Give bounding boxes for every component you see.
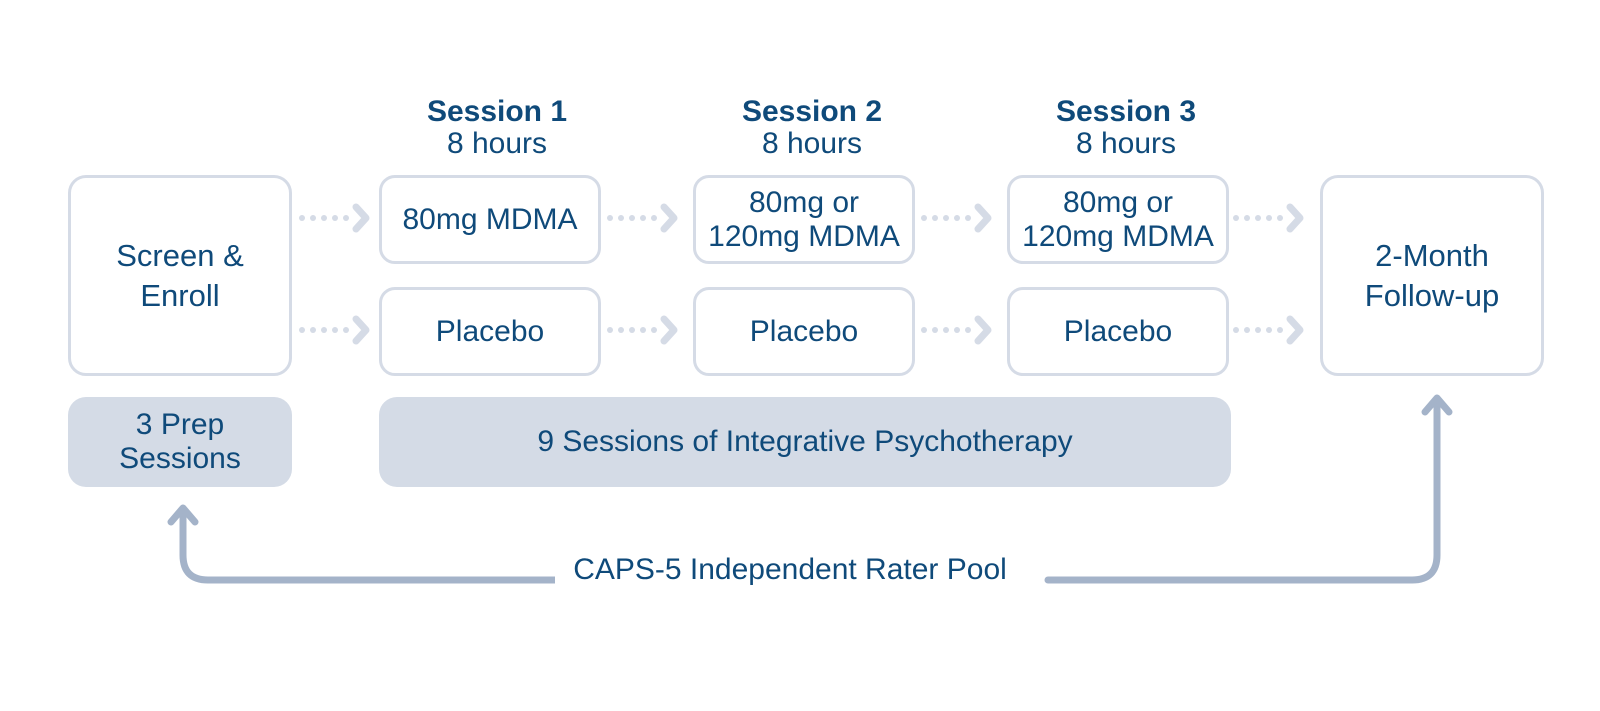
session-1-mdma-box: 80mg MDMA [379, 175, 601, 264]
session-2-header: Session 2 8 hours [702, 96, 922, 160]
prep-sessions-band: 3 Prep Sessions [68, 397, 292, 487]
session-3-mdma-box: 80mg or 120mg MDMA [1007, 175, 1229, 264]
rater-pool-line-right [1044, 396, 1441, 584]
session-duration: 8 hours [761, 127, 863, 160]
session-title: Session 1 [426, 95, 568, 128]
session-1-placebo-box: Placebo [379, 287, 601, 376]
screen-enroll-box: Screen & Enroll [68, 175, 292, 376]
session-2-placebo-box: Placebo [693, 287, 915, 376]
dotted-arrow [1233, 319, 1300, 341]
dotted-arrow [607, 319, 674, 341]
session-1-header: Session 1 8 hours [387, 96, 607, 160]
psychotherapy-band: 9 Sessions of Integrative Psychotherapy [379, 397, 1231, 487]
session-duration: 8 hours [446, 127, 548, 160]
session-title: Session 2 [741, 95, 883, 128]
session-title: Session 3 [1055, 95, 1197, 128]
rater-pool-line-left [179, 506, 562, 584]
session-3-placebo-box: Placebo [1007, 287, 1229, 376]
dotted-arrow [1233, 207, 1300, 229]
followup-box: 2-Month Follow-up [1320, 175, 1544, 376]
prep-up-arrow-icon [167, 504, 199, 526]
dotted-arrow [299, 207, 366, 229]
followup-up-arrow-icon [1421, 394, 1453, 416]
dotted-arrow [299, 319, 366, 341]
session-2-mdma-box: 80mg or 120mg MDMA [693, 175, 915, 264]
dotted-arrow [921, 319, 988, 341]
session-duration: 8 hours [1075, 127, 1177, 160]
dotted-arrow [607, 207, 674, 229]
rater-pool-label: CAPS-5 Independent Rater Pool [555, 548, 1025, 592]
dotted-arrow [921, 207, 988, 229]
session-3-header: Session 3 8 hours [1016, 96, 1236, 160]
